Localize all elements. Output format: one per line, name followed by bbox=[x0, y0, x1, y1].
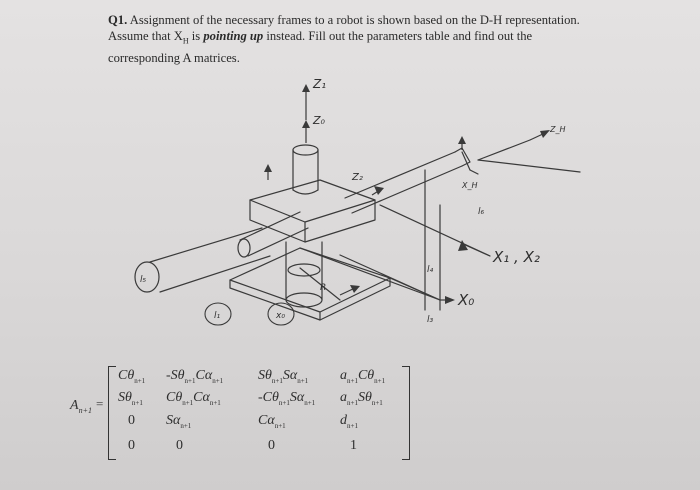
matrix-equals: = bbox=[96, 396, 104, 411]
arm-link bbox=[344, 151, 463, 214]
question-line2-sub: H bbox=[182, 36, 189, 46]
x1-axis-arrow bbox=[462, 243, 491, 257]
matrix-cell: 0 bbox=[268, 438, 275, 453]
matrix-cell: an+1Sθn+1 bbox=[340, 390, 383, 407]
label-x1-x2: X₁ , X₂ bbox=[492, 248, 540, 266]
label-l3: l₃ bbox=[427, 315, 434, 325]
matrix-label-sub: n+1 bbox=[78, 405, 92, 415]
question-line2-b: is bbox=[188, 29, 204, 43]
label-l1: l₁ bbox=[214, 311, 221, 321]
matrix-cell: Cθn+1 bbox=[118, 368, 146, 385]
label-r: R bbox=[320, 283, 326, 293]
matrix-cell: Cαn+1 bbox=[258, 413, 286, 430]
label-z2: Z₂ bbox=[351, 172, 363, 183]
label-z0: Z₀ bbox=[312, 114, 326, 127]
question-line1: Assignment of the necessary frames to a … bbox=[129, 13, 580, 27]
question-line2-a: Assume that X bbox=[108, 29, 183, 43]
matrix-cell: Sθn+1Sαn+1 bbox=[258, 368, 309, 385]
question-emphasis: pointing up bbox=[203, 29, 264, 43]
matrix-cell: 0 bbox=[176, 438, 183, 453]
cylinder-top bbox=[292, 144, 319, 156]
matrix-cell: an+1Cθn+1 bbox=[340, 368, 386, 385]
rod-end-l5 bbox=[134, 261, 160, 293]
label-x0: X₀ bbox=[457, 291, 474, 309]
label-l5: l₅ bbox=[140, 275, 147, 285]
matrix-cell: -Sθn+1Cαn+1 bbox=[166, 368, 224, 385]
matrix-cell: dn+1 bbox=[340, 413, 358, 430]
matrix-cell: Cθn+1Cαn+1 bbox=[166, 390, 221, 407]
label-x0-small: x₀ bbox=[275, 311, 285, 321]
label-xh: X_H bbox=[461, 181, 478, 190]
matrix-label: An+1 bbox=[70, 398, 92, 415]
matrix-bracket-left bbox=[108, 366, 116, 460]
matrix-cell: 0 bbox=[128, 413, 135, 428]
matrix-bracket-right bbox=[402, 366, 410, 460]
lower-cylinder bbox=[285, 292, 323, 308]
matrix-cell: Sθn+1 bbox=[118, 390, 143, 407]
question-line3: corresponding A matrices. bbox=[108, 50, 240, 65]
question-line2-c: instead. Fill out the parameters table a… bbox=[263, 29, 533, 43]
label-zh: Z_H bbox=[549, 125, 566, 134]
matrix-cell: 0 bbox=[128, 438, 135, 453]
matrix-cell: -Cθn+1Sαn+1 bbox=[258, 390, 316, 407]
left-rod bbox=[149, 227, 271, 293]
matrix-cell: 1 bbox=[350, 438, 357, 453]
label-z1: Z₁ bbox=[312, 77, 326, 91]
matrix-label-letter: A bbox=[70, 398, 79, 413]
matrix-cell: Sαn+1 bbox=[166, 413, 192, 430]
question-text: Q1. Assignment of the necessary frames t… bbox=[108, 12, 680, 66]
label-l6: l₆ bbox=[478, 207, 485, 217]
question-number: Q1. bbox=[108, 13, 128, 27]
label-l4: l₄ bbox=[427, 265, 434, 275]
